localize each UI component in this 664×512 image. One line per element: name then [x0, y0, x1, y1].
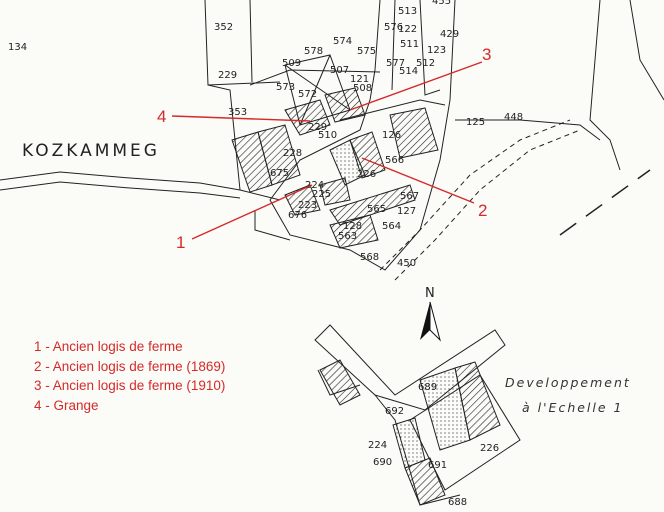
parcel-label: 223: [298, 200, 317, 211]
parcel-label: 224: [305, 180, 324, 191]
parcel-label: 564: [382, 221, 401, 232]
parcel-label: 514: [399, 66, 418, 77]
parcel-labels: 1343522293535785745755095075735721215082…: [8, 0, 523, 269]
parcel-label: 675: [270, 168, 289, 179]
parcel-label: 225: [312, 189, 331, 200]
parcel-label: 690: [373, 457, 392, 468]
place-name-label: KOZKAMMEG: [22, 141, 160, 161]
parcel-label: 229: [308, 122, 327, 133]
parcel-label: 128: [343, 221, 362, 232]
buildings: [231, 87, 501, 506]
parcel-label: 689: [418, 382, 437, 393]
parcel-label: 572: [298, 89, 317, 100]
parcel-label: 353: [228, 107, 247, 118]
north-label: N: [425, 286, 435, 301]
legend-item: 1 - Ancien logis de ferme: [34, 339, 183, 354]
parcel-label: 123: [427, 45, 446, 56]
parcel-label: 224: [368, 440, 387, 451]
callout-1: 1: [176, 233, 185, 252]
inset-note-line1: Developpement: [505, 375, 631, 390]
parcel-label: 577: [386, 58, 405, 69]
parcel-label: 450: [397, 258, 416, 269]
parcel-label: 121: [350, 74, 369, 85]
callout-4: 4: [157, 107, 166, 126]
legend-item: 3 - Ancien logis de ferme (1910): [34, 378, 226, 393]
parcel-label: 575: [357, 46, 376, 57]
parcel-label: 578: [304, 46, 323, 57]
parcel-label: 573: [276, 82, 295, 93]
parcel-label: 567: [400, 191, 419, 202]
parcel-label: 455: [432, 0, 451, 7]
parcel-label: 510: [318, 130, 337, 141]
parcel-label: 126: [382, 130, 401, 141]
parcel-label: 692: [385, 406, 404, 417]
parcel-label: 226: [480, 443, 499, 454]
inset-note-line2: à l'Echelle 1: [522, 400, 624, 415]
parcel-label: 226: [357, 169, 376, 180]
parcel-label: 512: [416, 58, 435, 69]
parcel-label: 566: [385, 155, 404, 166]
parcel-label: 134: [8, 42, 27, 53]
parcel-label: 229: [218, 70, 237, 81]
parcel-label: 563: [338, 231, 357, 242]
inset-parcel-labels: 692 689 224 690 226 691 688: [368, 382, 499, 508]
parcel-label: 691: [428, 460, 447, 471]
parcel-label: 568: [360, 252, 379, 263]
callout-lines: [171, 61, 483, 240]
parcel-label: 513: [398, 6, 417, 17]
parcel-label: 448: [504, 112, 523, 123]
parcel-label: 676: [288, 210, 307, 221]
parcel-label: 429: [440, 29, 459, 40]
parcel-label: 509: [282, 58, 301, 69]
legend-item: 2 - Ancien logis de ferme (1869): [34, 358, 226, 374]
parcel-label: 127: [397, 206, 416, 217]
parcel-label: 507: [330, 65, 349, 76]
parcel-label: 565: [367, 204, 386, 215]
north-arrow-icon: [420, 302, 430, 340]
callout-2: 2: [478, 201, 487, 220]
legend: 1 - Ancien logis de ferme 2 - Ancien log…: [34, 337, 225, 415]
parcel-label: 576: [384, 22, 403, 33]
north-arrow: N: [420, 286, 441, 342]
parcel-label: 125: [466, 117, 485, 128]
parcel-label: 511: [400, 39, 419, 50]
parcel-label: 688: [448, 497, 467, 508]
parcel-label: 574: [333, 36, 352, 47]
parcel-label: 228: [283, 148, 302, 159]
callout-3: 3: [482, 45, 491, 64]
legend-item: 4 - Grange: [34, 397, 99, 413]
parcel-label: 508: [353, 83, 372, 94]
parcel-label: 352: [214, 22, 233, 33]
parcel-label: 122: [398, 24, 417, 35]
